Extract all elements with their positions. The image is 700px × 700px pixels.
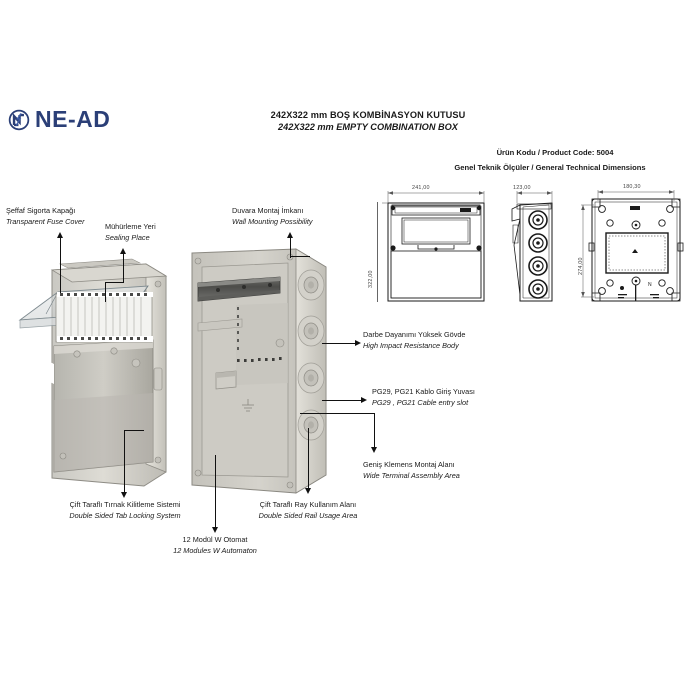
callout-label-en: High Impact Resistance Body [363, 340, 459, 350]
leader-terminal-v [374, 413, 376, 447]
callout-label-en: Double Sided Rail Usage Area [258, 510, 358, 520]
leader-wall-arrow [287, 232, 293, 238]
leader-tab-h [124, 430, 144, 432]
front-height-dim-line [377, 202, 378, 302]
callout-rail-usage-area: Çift Taraflı Ray Kullanım Alanı Double S… [208, 500, 408, 521]
leader-rail-v [308, 428, 310, 488]
leader-tab-v [124, 430, 126, 492]
product-code: Ürün Kodu / Product Code: 5004 [496, 148, 614, 157]
page-title-tr: 242X322 mm BOŞ KOMBİNASYON KUTUSU [270, 110, 466, 120]
leader-wall-v [290, 238, 292, 258]
callout-label-tr: Mühürleme Yeri [105, 222, 156, 231]
leader-terminal-arrow [371, 447, 377, 453]
callout-label-en: Sealing Place [105, 232, 150, 242]
circle-lightning-bolt-icon [8, 109, 30, 130]
brand-name: NE-AD [35, 106, 111, 132]
callout-label-tr: 12 Modül W Otomat [182, 535, 248, 544]
callout-label-en: Transparent Fuse Cover [6, 216, 85, 226]
leader-rail-arrow [305, 488, 311, 494]
back-view-drawing: N [581, 190, 684, 302]
brand-logo: NE-AD [8, 108, 110, 131]
callout-wide-terminal-area: Geniş Klemens Montaj Alanı Wide Terminal… [363, 460, 460, 481]
callout-label-tr: Çift Taraflı Tırnak Kilitleme Sistemi [69, 500, 181, 509]
leader-cable-h [322, 400, 362, 402]
callout-label-tr: Çift Taraflı Ray Kullanım Alanı [259, 500, 357, 509]
svg-text:N: N [648, 282, 652, 288]
leader-fuse-cover-v [60, 238, 62, 293]
callout-sealing-place: Mühürleme Yeri Sealing Place [105, 222, 156, 243]
leader-sealing-h2 [105, 282, 124, 284]
leader-modules-arrow [212, 527, 218, 533]
callout-label-en: Wall Mounting Possibility [232, 216, 313, 226]
callout-label-en: 12 Modules W Automaton [173, 545, 257, 555]
side-view-drawing [511, 191, 553, 302]
leader-cable-arrow [361, 397, 367, 403]
callout-tab-locking-system: Çift Taraflı Tırnak Kilitleme Sistemi Do… [20, 500, 230, 521]
leader-sealing-v2 [105, 282, 107, 302]
dimensions-heading: Genel Teknik Ölçüler / General Technical… [454, 163, 646, 172]
callout-label-tr: Geniş Klemens Montaj Alanı [363, 460, 455, 469]
callout-wall-mounting: Duvara Montaj İmkanı Wall Mounting Possi… [232, 206, 313, 227]
callout-label-tr: Duvara Montaj İmkanı [232, 206, 304, 215]
page-title: 242X322 mm BOŞ KOMBİNASYON KUTUSU 242X32… [248, 110, 488, 132]
leader-tab-arrow [121, 492, 127, 498]
leader-wall-h [290, 256, 310, 258]
callout-modules-automaton: 12 Modül W Otomat 12 Modules W Automaton [135, 535, 295, 556]
callout-label-en: Double Sided Tab Locking System [69, 510, 181, 520]
callout-label-tr: Darbe Dayanımı Yüksek Gövde [363, 330, 466, 339]
front-height-dim: 322,00 [368, 270, 374, 288]
callout-high-impact-body: Darbe Dayanımı Yüksek Gövde High Impact … [363, 330, 465, 351]
leader-impact-h [322, 343, 356, 345]
back-inner-width-dim: 180,30 [623, 184, 641, 190]
callout-cable-entry-slot: PG29, PG21 Kablo Giriş Yuvası PG29 , PG2… [372, 387, 475, 408]
callout-label-tr: PG29, PG21 Kablo Giriş Yuvası [372, 387, 475, 396]
leader-modules-v [215, 455, 217, 527]
side-depth-dim: 123,00 [513, 185, 531, 191]
front-width-dim: 241,00 [412, 185, 430, 191]
callout-transparent-fuse-cover: Şeffaf Sigorta Kapağı Transparent Fuse C… [6, 206, 85, 227]
leader-impact-arrow [355, 340, 361, 346]
open-box-photo [191, 248, 327, 494]
back-inner-height-dim: 274,00 [578, 257, 584, 275]
leader-fuse-cover-arrow [57, 232, 63, 238]
leader-sealing-v1 [123, 254, 125, 282]
callout-label-en: PG29 , PG21 Cable entry slot [372, 397, 469, 407]
closed-box-photo [18, 258, 168, 487]
callout-label-en: Wide Terminal Assembly Area [363, 470, 460, 480]
leader-sealing-arrow [120, 248, 126, 254]
page-title-en: 242X322 mm EMPTY COMBINATION BOX [278, 122, 458, 132]
front-view-drawing [382, 191, 485, 302]
callout-label-tr: Şeffaf Sigorta Kapağı [6, 206, 76, 215]
leader-terminal-h [300, 413, 375, 415]
